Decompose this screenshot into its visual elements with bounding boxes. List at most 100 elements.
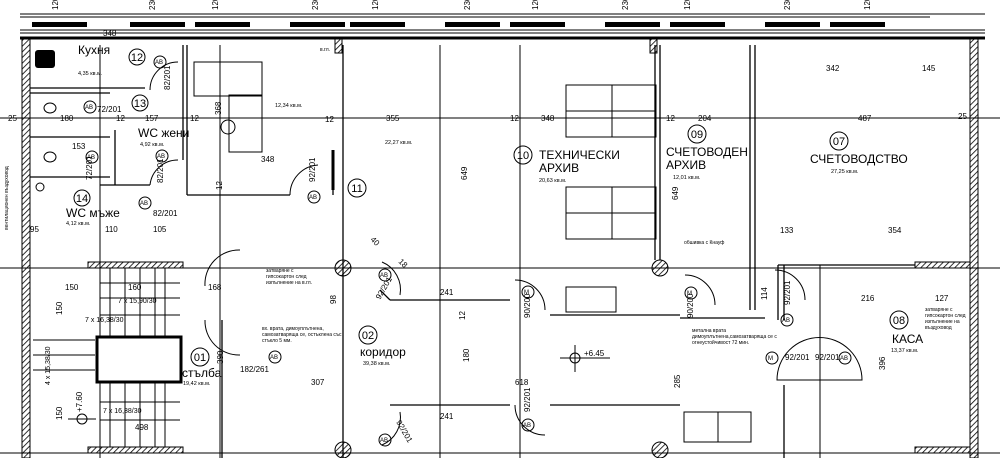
room-number: 11 bbox=[351, 183, 362, 195]
room-09: 09 СЧЕТОВОДЕН АРХИВ 12,01 кв.м. bbox=[666, 124, 748, 181]
toilet-icon bbox=[43, 102, 57, 114]
stove-icon bbox=[35, 50, 55, 68]
room-number: 12 bbox=[131, 52, 143, 64]
room-name: КАСА bbox=[892, 332, 923, 346]
door-tag-text: АВ bbox=[140, 201, 148, 207]
dimension-label: 396 bbox=[878, 356, 887, 370]
dimension-label: 12 bbox=[510, 114, 519, 123]
office-area: 12,34 кв.м. bbox=[275, 103, 303, 109]
room-number: 13 bbox=[134, 98, 146, 110]
room-02: 02 коридор 39,38 кв.м. bbox=[358, 325, 406, 367]
exterior-walls bbox=[0, 36, 1000, 458]
dimension-labels: 348 25 180 157 12 12 355 348 12 12 204 4… bbox=[8, 29, 967, 432]
room-number: 01 bbox=[194, 352, 206, 364]
dimension-label: 120 bbox=[683, 0, 692, 10]
note-gypsum-duct: затваряне с гипсокартон след изпълнение … bbox=[925, 307, 966, 331]
dimension-label: 12 bbox=[325, 115, 334, 124]
room-name: СЧЕТОВОДЕН bbox=[666, 145, 748, 159]
room-08: 08 КАСА 13,37 кв.м. bbox=[889, 310, 923, 354]
room-name: стълба bbox=[182, 366, 222, 380]
room-name: АРХИВ bbox=[539, 161, 579, 175]
door-tag-text: АВ bbox=[87, 155, 95, 161]
dimension-label: 114 bbox=[760, 287, 769, 300]
room-10: 10 ТЕХНИЧЕСКИ АРХИВ 20,63 кв.м. bbox=[513, 145, 620, 184]
door-size: 92/201 bbox=[523, 387, 532, 412]
dimension-label: 342 bbox=[826, 64, 840, 73]
dimension-label: 12 bbox=[190, 114, 199, 123]
dimension-label: 285 bbox=[673, 374, 682, 388]
level-value: +6.45 bbox=[584, 349, 605, 358]
dimension-label: 368 bbox=[214, 101, 223, 115]
dimension-label: 40 bbox=[369, 235, 382, 248]
dimension-label: 236 bbox=[621, 0, 630, 10]
dimension-label: 241 bbox=[440, 288, 454, 297]
structural-columns bbox=[334, 259, 669, 458]
room-number: 02 bbox=[362, 330, 374, 342]
dimension-label: 145 bbox=[922, 64, 936, 73]
room-name: Кухня bbox=[78, 43, 110, 57]
dimension-label: 498 bbox=[135, 423, 149, 432]
dimension-label: 236 bbox=[148, 0, 157, 10]
level-mark-corridor: +6.45 bbox=[560, 345, 610, 372]
dimension-label: 157 bbox=[145, 114, 159, 123]
door-size: 72/201 bbox=[85, 155, 94, 180]
stair-label: 7 x 15,90/30 bbox=[118, 298, 157, 305]
room-07: 07 СЧЕТОВОДСТВО 27,25 кв.м. bbox=[810, 131, 908, 175]
door-size: 92/201 bbox=[815, 353, 840, 362]
stair-label: 7 x 16,38/30 bbox=[103, 408, 142, 415]
dimension-label: 25 bbox=[8, 114, 17, 123]
note-ventilation: вентилационен въздуховод bbox=[4, 166, 10, 230]
dimension-label: 348 bbox=[541, 114, 555, 123]
office-chair-icon bbox=[220, 119, 236, 135]
dimension-label: 355 bbox=[386, 114, 400, 123]
dimension-label: 241 bbox=[440, 412, 454, 421]
room-name: WC жени bbox=[138, 126, 189, 140]
stair-labels: 7 x 16,38/30 7 x 15,90/30 7 x 16,38/30 4… bbox=[45, 298, 157, 415]
dimension-label: 150 bbox=[55, 301, 64, 315]
dimension-label: 153 bbox=[72, 142, 86, 151]
door-size: 182/261 bbox=[240, 365, 269, 374]
dimension-label: 127 bbox=[935, 294, 949, 303]
room-area: 4,35 кв.м. bbox=[78, 71, 103, 77]
dimension-label: 105 bbox=[153, 225, 167, 234]
note-entrance-door: вх. врата, димоуплътнена, самозатваряща … bbox=[262, 326, 342, 344]
room-01: 01 стълба 19,42 кв.м. bbox=[182, 347, 222, 387]
room-name: АРХИВ bbox=[666, 158, 706, 172]
dimension-label: 216 bbox=[861, 294, 875, 303]
dimension-label: 133 bbox=[780, 226, 794, 235]
dimension-label: 120 bbox=[51, 0, 60, 10]
dimension-label: 150 bbox=[65, 283, 79, 292]
door-tag-text: АВ bbox=[270, 355, 278, 361]
dimension-label: 307 bbox=[311, 378, 325, 387]
dimension-label: 354 bbox=[888, 226, 902, 235]
room-area: 20,63 кв.м. bbox=[539, 178, 567, 184]
door-size: 90/200 bbox=[686, 293, 695, 318]
room-14: 14 WC мъже 4,12 кв.м. bbox=[66, 189, 120, 227]
dimension-label: 120 bbox=[371, 0, 380, 10]
dimension-label: 160 bbox=[128, 283, 142, 292]
room-number: 09 bbox=[691, 129, 703, 141]
door-tag-text: М bbox=[768, 356, 773, 362]
door-size: 90/200 bbox=[523, 293, 532, 318]
dimension-label: 150 bbox=[55, 406, 64, 420]
dimension-label: 348 bbox=[261, 155, 275, 164]
door-tag-text: М bbox=[687, 291, 692, 297]
room-name: СЧЕТОВОДСТВО bbox=[810, 152, 908, 166]
top-dimension-labels: 120 236 120 236 120 236 120 236 120 236 … bbox=[51, 0, 872, 10]
note-metal-door: метална врата димоуплътнена,самозатварящ… bbox=[692, 328, 777, 346]
door-size: 82/201 bbox=[156, 158, 165, 183]
dimension-label: 12 bbox=[116, 114, 125, 123]
dimension-label: 618 bbox=[515, 378, 529, 387]
door-size: 72/201 bbox=[97, 105, 122, 114]
dimension-label: 12 bbox=[215, 181, 224, 190]
dimension-label: 12 bbox=[666, 114, 675, 123]
